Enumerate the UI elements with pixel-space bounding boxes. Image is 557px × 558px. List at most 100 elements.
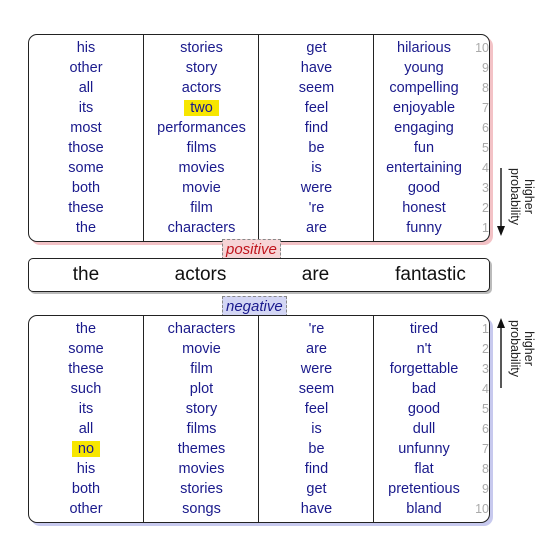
arrow-up-icon <box>497 318 505 388</box>
word-text: stories <box>180 481 223 497</box>
word-text: seem <box>298 80 335 96</box>
sentence-word-3: are <box>301 264 330 285</box>
word-text: be <box>308 140 325 156</box>
word-text: his <box>76 40 96 56</box>
rank-number: 3 <box>482 362 489 376</box>
word-item: entertaining <box>374 158 474 178</box>
rank-number: 2 <box>482 201 489 215</box>
word-text: honest <box>402 200 446 216</box>
word-text: its <box>78 401 94 417</box>
word-item: songs <box>144 499 259 519</box>
word-text: performances <box>157 120 246 136</box>
word-text: find <box>304 120 329 136</box>
word-text: these <box>68 200 104 216</box>
rank-number: 9 <box>482 61 489 75</box>
word-item: compelling <box>374 78 474 98</box>
axis-label-negative: higher probability <box>508 320 536 377</box>
word-text: pretentious <box>388 481 460 497</box>
word-item: movies <box>144 158 259 178</box>
word-item: are <box>259 218 374 238</box>
word-item: find <box>259 459 374 479</box>
word-text: all <box>78 421 94 437</box>
sentence-box: the actors are fantastic <box>28 258 490 292</box>
word-text: both <box>71 481 101 497</box>
word-item: two <box>144 98 259 118</box>
rank-number: 4 <box>482 382 489 396</box>
word-item: flat <box>374 459 474 479</box>
word-text: most <box>70 120 102 136</box>
word-text: find <box>304 461 329 477</box>
word-text: story <box>185 401 218 417</box>
word-item: forgettable <box>374 359 474 379</box>
word-text: film <box>190 361 213 377</box>
word-item: feel <box>259 399 374 419</box>
word-item: get <box>259 38 374 58</box>
word-item: enjoyable <box>374 98 474 118</box>
word-item: movie <box>144 339 259 359</box>
word-text: both <box>71 180 101 196</box>
word-text: tired <box>409 321 439 337</box>
probability-axis-positive: higher probability <box>496 166 542 238</box>
word-text: movies <box>178 160 225 176</box>
word-text: engaging <box>394 120 454 136</box>
word-item: actors <box>144 78 259 98</box>
word-item: engaging <box>374 118 474 138</box>
word-text: are <box>306 341 327 357</box>
sentence-word-1: the <box>72 264 100 285</box>
word-text: enjoyable <box>392 100 456 116</box>
word-item: is <box>259 419 374 439</box>
word-item: characters <box>144 319 259 339</box>
word-item: pretentious <box>374 479 474 499</box>
axis-label-positive: higher probability <box>508 168 536 225</box>
word-item: story <box>144 58 259 78</box>
word-item: tired <box>374 319 474 339</box>
word-item: were <box>259 359 374 379</box>
word-text: were <box>300 180 333 196</box>
rank-number: 5 <box>482 402 489 416</box>
word-item: both <box>29 479 143 499</box>
word-item: movie <box>144 178 259 198</box>
word-text: unfunny <box>398 441 450 457</box>
word-item: unfunny <box>374 439 474 459</box>
word-text: movies <box>178 461 225 477</box>
word-text: get <box>306 481 327 497</box>
word-text: young <box>404 60 444 76</box>
rank-number: 9 <box>482 482 489 496</box>
word-item: these <box>29 359 143 379</box>
word-item: n't <box>374 339 474 359</box>
word-text: these <box>68 361 104 377</box>
word-item: some <box>29 158 143 178</box>
word-item: have <box>259 499 374 519</box>
word-item: performances <box>144 118 259 138</box>
word-text: get <box>306 40 327 56</box>
word-text: bad <box>411 381 437 397</box>
word-item: some <box>29 339 143 359</box>
word-text: other <box>69 60 103 76</box>
word-item: other <box>29 499 143 519</box>
word-item: all <box>29 419 143 439</box>
word-text: dull <box>412 421 436 437</box>
word-text: is <box>311 160 322 176</box>
word-text: all <box>78 80 94 96</box>
probability-axis-negative: higher probability <box>496 318 542 390</box>
word-item: have <box>259 58 374 78</box>
word-text: story <box>185 60 218 76</box>
word-item: be <box>259 138 374 158</box>
word-text: flat <box>414 461 434 477</box>
word-item: honest <box>374 198 474 218</box>
word-item: story <box>144 399 259 419</box>
word-text: forgettable <box>389 361 459 377</box>
rank-number: 7 <box>482 101 489 115</box>
word-text: fun <box>413 140 435 156</box>
rank-number: 6 <box>482 422 489 436</box>
highlighted-word: no <box>71 441 101 457</box>
word-item: its <box>29 399 143 419</box>
word-text: the <box>75 220 97 236</box>
word-text: its <box>78 100 94 116</box>
word-text: compelling <box>389 80 459 96</box>
word-text: seem <box>298 381 335 397</box>
